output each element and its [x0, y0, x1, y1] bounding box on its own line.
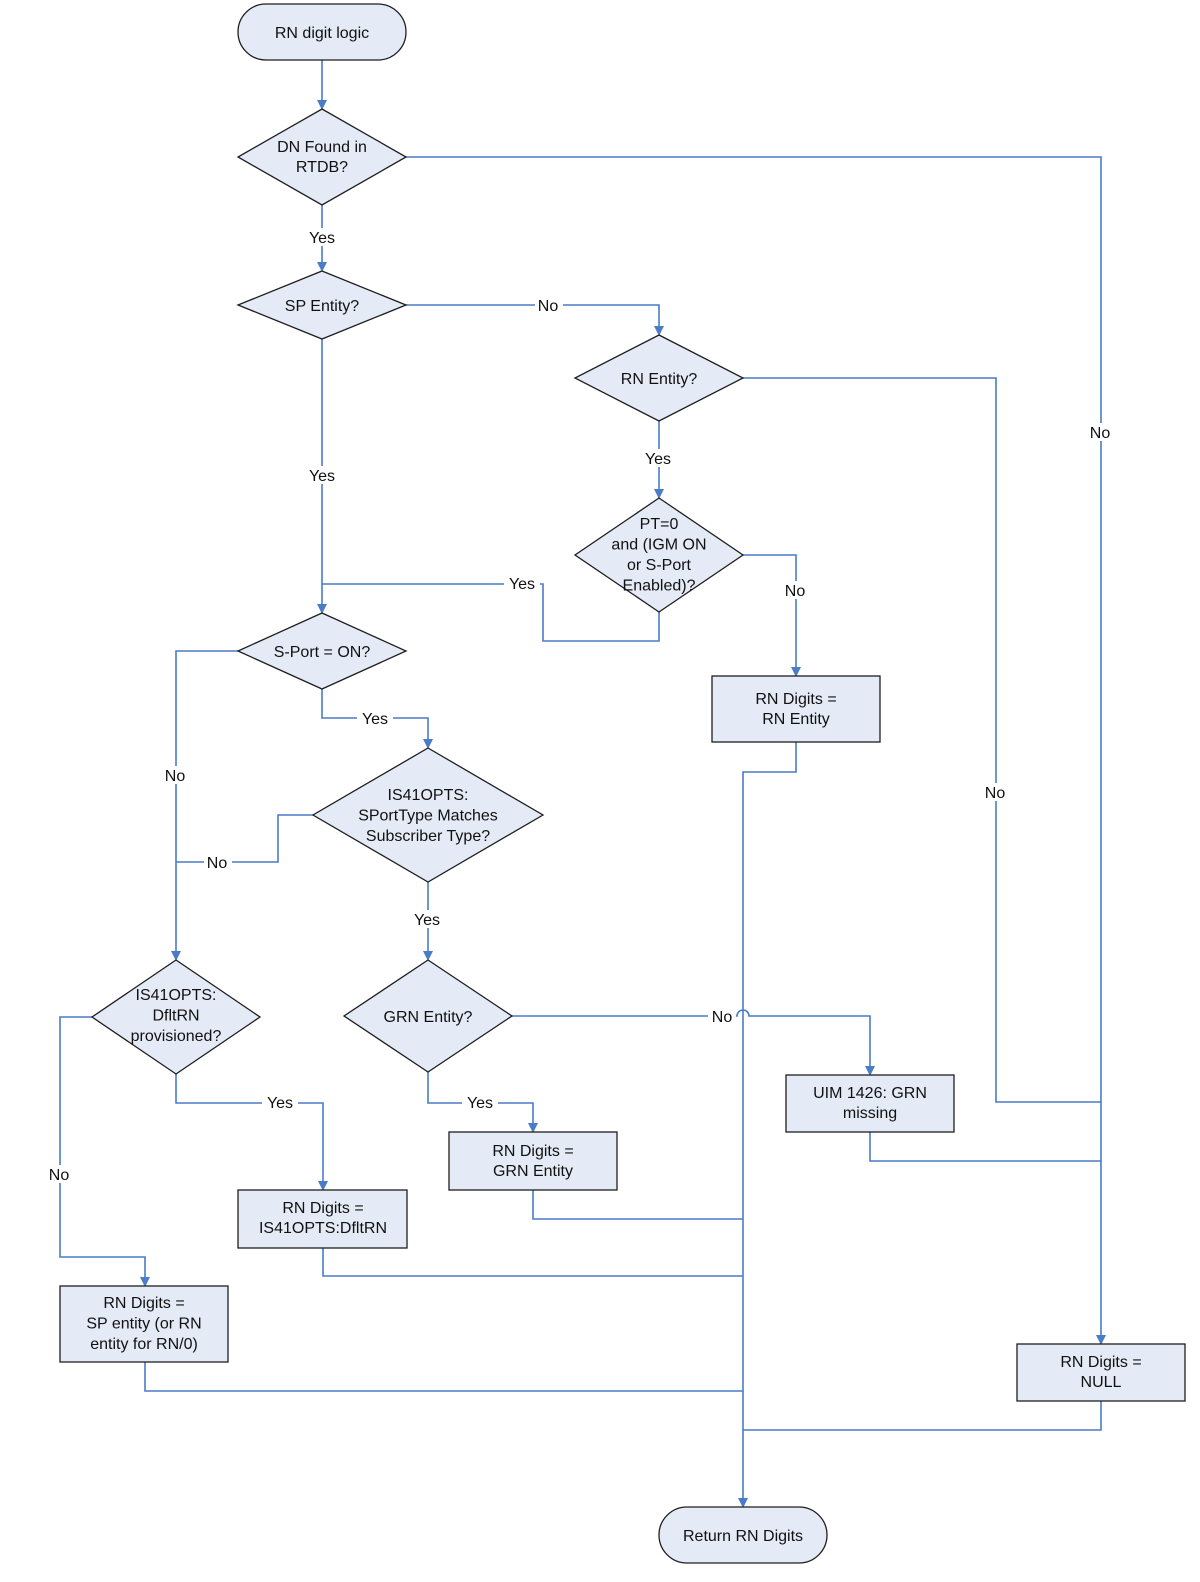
process-rn-digits-sp: RN Digits = SP entity (or RN entity for RN… [59, 1285, 229, 1363]
node-text: and (IGM ON [611, 537, 706, 554]
node-text: IS41OPTS:DfltRN [259, 1220, 387, 1237]
svg-text:RN Digits =RN Entity: RN Digits = RN Entity [755, 691, 836, 728]
node-text: PT=0 [640, 516, 679, 533]
node-text: provisioned? [131, 1028, 222, 1045]
svg-text:RN Digits =IS41OPTS:DfltRN: RN Digits = IS41OPTS:DfltRN [259, 1200, 387, 1237]
node-text: RN Digits = [1060, 1354, 1141, 1371]
connector [59, 1016, 150, 1287]
node-text: GRN Entity [493, 1163, 573, 1180]
node-text: RN Entity [762, 711, 830, 728]
node-text: RN Digits = [492, 1143, 573, 1160]
process-rn-digits-dfltrn: RN Digits = IS41OPTS:DfltRN [237, 1189, 408, 1249]
edge-label: Yes [467, 1095, 493, 1112]
node-text: SP entity (or RN [86, 1316, 201, 1333]
svg-text:RN Entity?: RN Entity? [621, 371, 698, 388]
connector [144, 1362, 743, 1392]
connector [406, 304, 664, 336]
edge-label: Yes [309, 230, 335, 247]
process-rn-digits-grn: RN Digits = GRN Entity [448, 1131, 618, 1191]
node-text: entity for RN/0) [90, 1336, 198, 1353]
svg-text:Return RN Digits: Return RN Digits [683, 1528, 803, 1545]
connector [175, 1074, 328, 1191]
edge-label: Yes [645, 451, 671, 468]
decision-sp-entity: SP Entity? [236, 270, 408, 340]
edge-label: No [538, 298, 559, 315]
node-text: RN Digits = [103, 1295, 184, 1312]
process-uim-grn-missing: UIM 1426: GRN missing [785, 1074, 955, 1133]
edge-label: Yes [509, 576, 535, 593]
connector [869, 1132, 1101, 1162]
connector [512, 1009, 875, 1076]
node-text: DN Found in [277, 139, 367, 156]
svg-text:GRN Entity?: GRN Entity? [384, 1009, 473, 1026]
connector [322, 583, 660, 642]
connector [406, 156, 1106, 1345]
edge-label: Yes [362, 711, 388, 728]
node-text: Return RN Digits [683, 1528, 803, 1545]
node-text: S-Port = ON? [274, 644, 371, 661]
node-text: UIM 1426: GRN [813, 1085, 927, 1102]
svg-text:RN Digits =NULL: RN Digits = NULL [1060, 1354, 1141, 1391]
svg-text:RN digit logic: RN digit logic [275, 25, 369, 42]
svg-text:RN Digits =GRN Entity: RN Digits = GRN Entity [492, 1143, 573, 1180]
edge-label: No [207, 855, 228, 872]
node-text: RN digit logic [275, 25, 369, 42]
decision-rn-entity: RN Entity? [573, 334, 745, 422]
edge-label: No [785, 583, 806, 600]
connector [743, 1401, 1102, 1431]
edge-label: No [1090, 425, 1111, 442]
connector [743, 554, 801, 677]
node-text: SP Entity? [285, 298, 360, 315]
connector [322, 1248, 743, 1277]
connector [743, 377, 1101, 1103]
edge-labels: Yes No No Yes Yes No Yes No No Yes No Ye… [46, 228, 1115, 1184]
edge-label: No [165, 768, 186, 785]
node-text: RN Digits = [282, 1200, 363, 1217]
process-rn-digits-rn-entity: RN Digits = RN Entity [711, 675, 881, 743]
node-text: RN Digits = [755, 691, 836, 708]
node-text: GRN Entity? [384, 1009, 473, 1026]
svg-text:SP Entity?: SP Entity? [285, 298, 360, 315]
process-rn-digits-null: RN Digits = NULL [1016, 1343, 1186, 1402]
edge-label: No [49, 1167, 70, 1184]
node-text: missing [843, 1105, 897, 1122]
edge-label: Yes [414, 912, 440, 929]
end-terminal: Return RN Digits [658, 1506, 828, 1564]
edge-label: Yes [267, 1095, 293, 1112]
node-text: IS41OPTS: [388, 787, 469, 804]
node-text: SPortType Matches [358, 808, 498, 825]
node-text: or S-Port [627, 557, 692, 574]
node-text: DfltRN [152, 1008, 199, 1025]
node-text: IS41OPTS: [136, 987, 217, 1004]
decision-dfltrn-provisioned: IS41OPTS: DfltRN provisioned? [90, 959, 262, 1075]
svg-text:S-Port = ON?: S-Port = ON? [274, 644, 371, 661]
node-text: NULL [1081, 1374, 1122, 1391]
edge-label: Yes [309, 468, 335, 485]
connector [532, 1190, 743, 1220]
connector [171, 650, 238, 961]
node-text: RTDB? [296, 159, 348, 176]
node-text: RN Entity? [621, 371, 698, 388]
connector [176, 814, 313, 863]
connector [738, 742, 797, 1508]
edge-label: No [985, 785, 1006, 802]
decision-dn-found: DN Found in RTDB? [236, 108, 408, 206]
decision-sport-on: S-Port = ON? [236, 612, 408, 690]
edge-label: No [712, 1009, 733, 1026]
decision-grn-entity: GRN Entity? [342, 959, 514, 1073]
node-text: Subscriber Type? [366, 828, 490, 845]
start-terminal: RN digit logic [237, 3, 407, 61]
node-text: Enabled)? [623, 578, 696, 595]
